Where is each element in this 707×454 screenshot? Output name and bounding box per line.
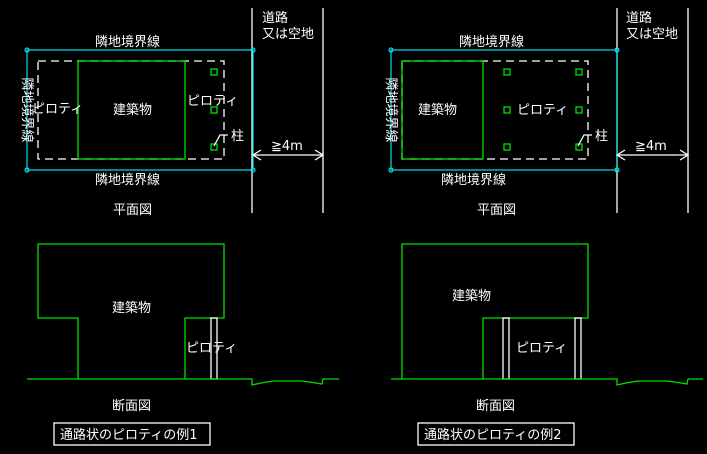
piloti-outline — [401, 60, 589, 160]
caption-example1: 通路状のピロティの例1 — [60, 427, 198, 443]
road-label: 又は空地 — [626, 27, 678, 42]
boundary-corner-marker — [388, 47, 394, 53]
caption-box — [53, 422, 211, 446]
example1-section: 建築物 ピロティ 断面図 通路状のピロティの例1 — [27, 243, 339, 446]
building-section-outline — [37, 243, 225, 379]
road-label: 道路 — [262, 10, 288, 26]
column-marker — [210, 68, 218, 76]
piloti-label-right: ピロティ — [187, 94, 238, 109]
boundary-label-bottom: 隣地境界線 — [441, 172, 506, 188]
column-marker — [575, 68, 583, 76]
road-label: 道路 — [626, 10, 652, 26]
boundary-label-left: 隣地境界線 — [383, 77, 399, 142]
building-label: 建築物 — [418, 103, 457, 118]
building-section-outline — [401, 243, 589, 379]
plan-view-label: 平面図 — [113, 203, 152, 218]
section-view-label: 断面図 — [112, 399, 151, 414]
boundary-corner-marker — [250, 47, 256, 53]
column-marker — [503, 143, 511, 151]
boundary-label-bottom: 隣地境界線 — [95, 172, 160, 188]
boundary-label-top: 隣地境界線 — [459, 34, 524, 50]
road-label: 又は空地 — [262, 27, 314, 42]
column-marker — [210, 106, 218, 114]
building-outline — [77, 60, 186, 160]
piloti-label: ピロティ — [516, 341, 567, 356]
arrow-left-icon — [615, 149, 626, 161]
boundary-label-left: 隣地境界線 — [19, 77, 35, 142]
column-leader-line — [577, 134, 592, 147]
piloti-label: ピロティ — [186, 341, 237, 356]
column-label: 柱 — [595, 129, 608, 144]
example2-section: 建築物 ピロティ 断面図 通路状のピロティの例2 — [391, 243, 703, 446]
boundary-corner-marker — [250, 167, 256, 173]
ground-line — [391, 378, 703, 386]
plan-view-label: 平面図 — [477, 203, 516, 218]
boundary-corner-marker — [24, 47, 30, 53]
column-label: 柱 — [231, 129, 244, 144]
arrow-right-icon — [679, 149, 690, 161]
building-label: 建築物 — [452, 289, 491, 304]
site-boundary — [390, 49, 618, 171]
example1-plan: 道路 又は空地 隣地境界線 隣地境界線 隣地境界線 建築物 ピロティ ピロティ … — [19, 8, 325, 218]
boundary-corner-marker — [388, 167, 394, 173]
distance-label: ≧4m — [635, 139, 667, 154]
column-marker — [210, 143, 218, 151]
caption-box — [417, 422, 575, 446]
building-outline — [401, 60, 484, 160]
column-leader-line — [213, 134, 228, 147]
distance-label: ≧4m — [271, 139, 303, 154]
column-section — [502, 317, 510, 380]
column-marker — [503, 68, 511, 76]
arrow-right-icon — [314, 149, 325, 161]
piloti-label: ピロティ — [517, 103, 568, 118]
boundary-corner-marker — [24, 167, 30, 173]
building-label: 建築物 — [113, 103, 152, 118]
ground-line — [27, 378, 339, 386]
column-marker — [575, 106, 583, 114]
arrow-left-icon — [251, 149, 262, 161]
example2-plan: 道路 又は空地 隣地境界線 隣地境界線 隣地境界線 建築物 ピロティ 柱 ≧4m… — [383, 8, 690, 218]
boundary-corner-marker — [614, 47, 620, 53]
site-boundary — [26, 49, 254, 171]
piloti-label-left: ピロティ — [32, 102, 83, 117]
boundary-corner-marker — [614, 167, 620, 173]
building-label: 建築物 — [112, 301, 151, 316]
column-marker — [503, 106, 511, 114]
caption-example2: 通路状のピロティの例2 — [424, 427, 562, 443]
column-section — [574, 317, 582, 380]
boundary-label-top: 隣地境界線 — [95, 34, 160, 50]
section-view-label: 断面図 — [476, 399, 515, 414]
